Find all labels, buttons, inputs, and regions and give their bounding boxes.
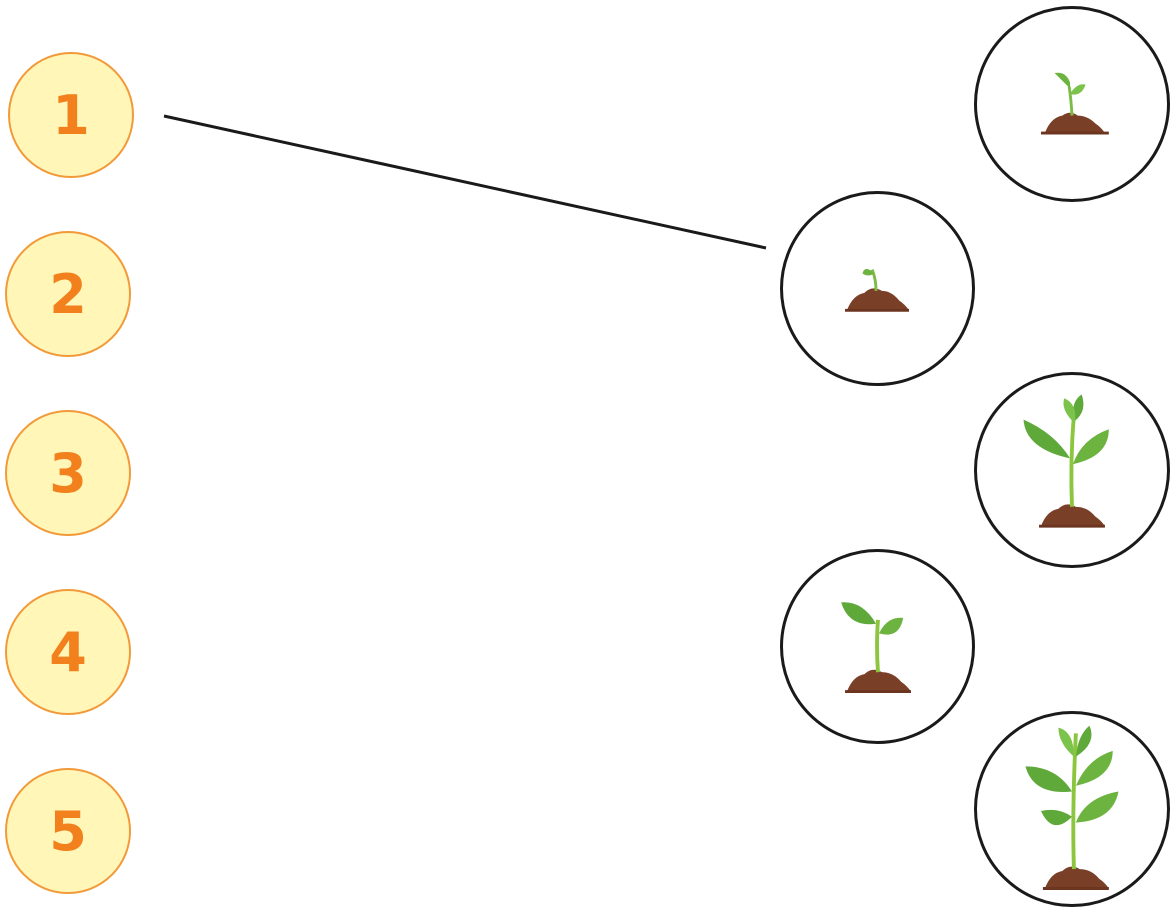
number-label: 2: [49, 262, 87, 326]
stage-circle-mature-plant[interactable]: [974, 711, 1170, 907]
tiny-sprout-icon: [845, 269, 909, 312]
number-label: 5: [49, 799, 87, 863]
stage-circle-two-leaf-sprout[interactable]: [974, 6, 1170, 202]
mature-plant-icon: [1025, 725, 1119, 890]
number-circle-3[interactable]: 3: [5, 410, 131, 536]
number-circle-4[interactable]: 4: [5, 589, 131, 715]
two-leaf-sprout-icon: [1040, 72, 1109, 135]
number-label: 4: [49, 620, 87, 684]
number-circle-5[interactable]: 5: [5, 768, 131, 894]
stage-circle-young-plant[interactable]: [974, 372, 1170, 568]
number-circle-1[interactable]: 1: [8, 52, 134, 178]
number-label: 3: [49, 441, 87, 505]
number-label: 1: [52, 83, 90, 147]
young-plant-icon: [1023, 394, 1109, 528]
stage-circle-seedling[interactable]: [780, 549, 975, 744]
seedling-icon: [841, 602, 911, 694]
number-circle-2[interactable]: 2: [5, 231, 131, 357]
stage-circle-tiny-sprout[interactable]: [780, 191, 975, 386]
